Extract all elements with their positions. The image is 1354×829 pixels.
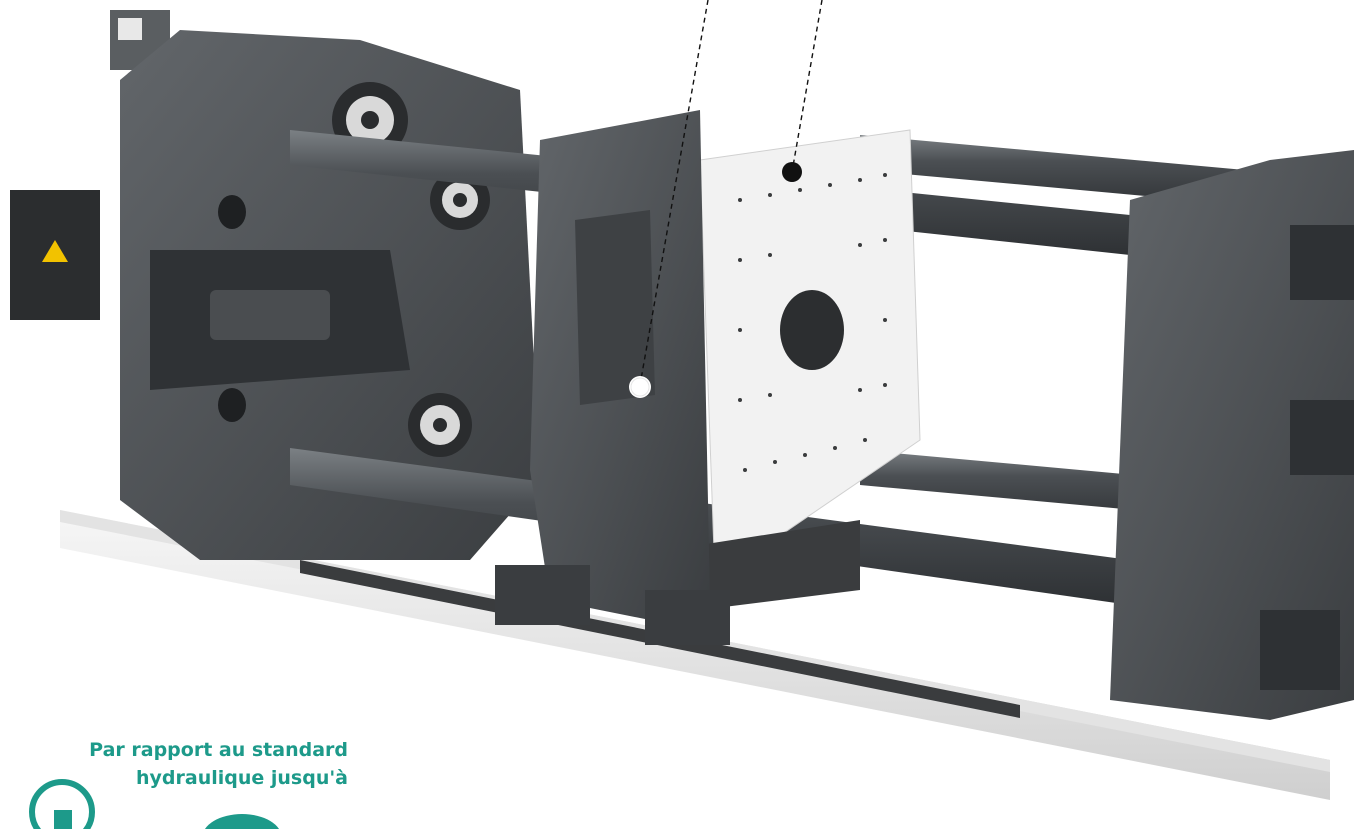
callout-lines xyxy=(639,0,823,386)
callout-dot-icon xyxy=(782,162,802,182)
caption-line-2: hydraulique jusqu'à xyxy=(136,767,348,789)
fixed-platen xyxy=(1110,150,1354,720)
energy-meter-icon xyxy=(29,779,95,829)
energy-saving-caption: Par rapport au standard hydraulique jusq… xyxy=(40,736,348,792)
energy-percent-badge xyxy=(204,814,280,829)
platen-frame xyxy=(495,110,730,645)
callout-dot-icon xyxy=(629,376,651,398)
moving-platen xyxy=(699,129,921,610)
caption-line-1: Par rapport au standard xyxy=(89,739,348,761)
